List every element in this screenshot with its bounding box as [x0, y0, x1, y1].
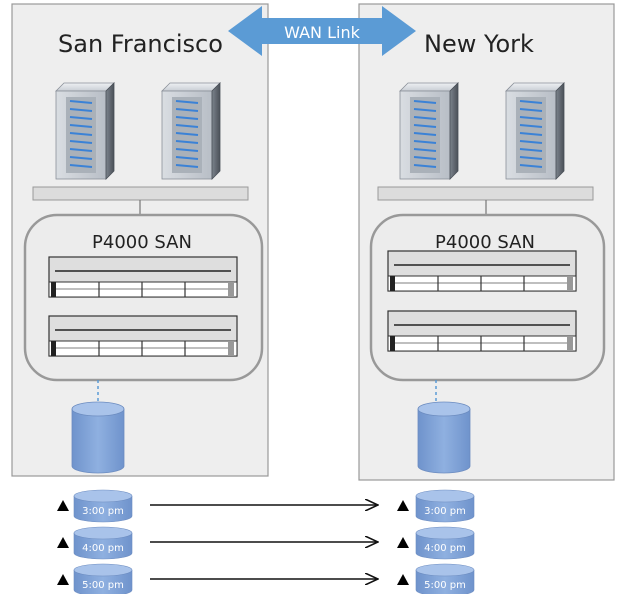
snapshot-volume-target: 3:00 pm [415, 489, 475, 523]
snapshot-time: 4:00 pm [82, 543, 124, 554]
volume-cylinder [71, 401, 125, 474]
site-title: New York [424, 30, 534, 58]
storage-array [48, 315, 238, 357]
storage-array [48, 256, 238, 298]
snapshot-volume-source: 3:00 pm [73, 489, 133, 523]
server-icon [505, 82, 565, 180]
snapshot-triangle-icon [397, 574, 409, 585]
wan-link-arrow: WAN Link [228, 6, 416, 56]
snapshot-volume-source: 4:00 pm [73, 526, 133, 560]
site-title: San Francisco [58, 30, 223, 58]
server-icon [55, 82, 115, 180]
snapshot-volume-target: 4:00 pm [415, 526, 475, 560]
volume-cylinder [417, 401, 471, 474]
san-label: P4000 SAN [92, 232, 192, 253]
storage-array [387, 310, 577, 352]
snapshot-time: 4:00 pm [424, 543, 466, 554]
server-icon [399, 82, 459, 180]
snapshot-time: 5:00 pm [424, 580, 466, 591]
server-icon [161, 82, 221, 180]
storage-array [387, 250, 577, 292]
snapshot-time: 3:00 pm [424, 506, 466, 517]
snapshot-volume-source: 5:00 pm [73, 563, 133, 594]
san-cluster: P4000 SAN [369, 213, 606, 382]
network-switch [377, 186, 594, 201]
snapshot-triangle-icon [57, 574, 69, 585]
snapshot-triangle-icon [397, 500, 409, 511]
san-label: P4000 SAN [435, 232, 535, 253]
snapshot-triangle-icon [57, 500, 69, 511]
snapshot-triangle-icon [397, 537, 409, 548]
san-cluster: P4000 SAN [23, 213, 264, 382]
snapshot-triangle-icon [57, 537, 69, 548]
network-switch [32, 186, 249, 201]
snapshot-volume-target: 5:00 pm [415, 563, 475, 594]
snapshot-time: 5:00 pm [82, 580, 124, 591]
snapshot-time: 3:00 pm [82, 506, 124, 517]
snapshot-row: 3:00 pm 3:00 pm [57, 489, 475, 523]
snapshot-row: 5:00 pm 5:00 pm [57, 563, 475, 594]
snapshot-row: 4:00 pm 4:00 pm [57, 526, 475, 560]
wan-link-label: WAN Link [284, 23, 360, 42]
